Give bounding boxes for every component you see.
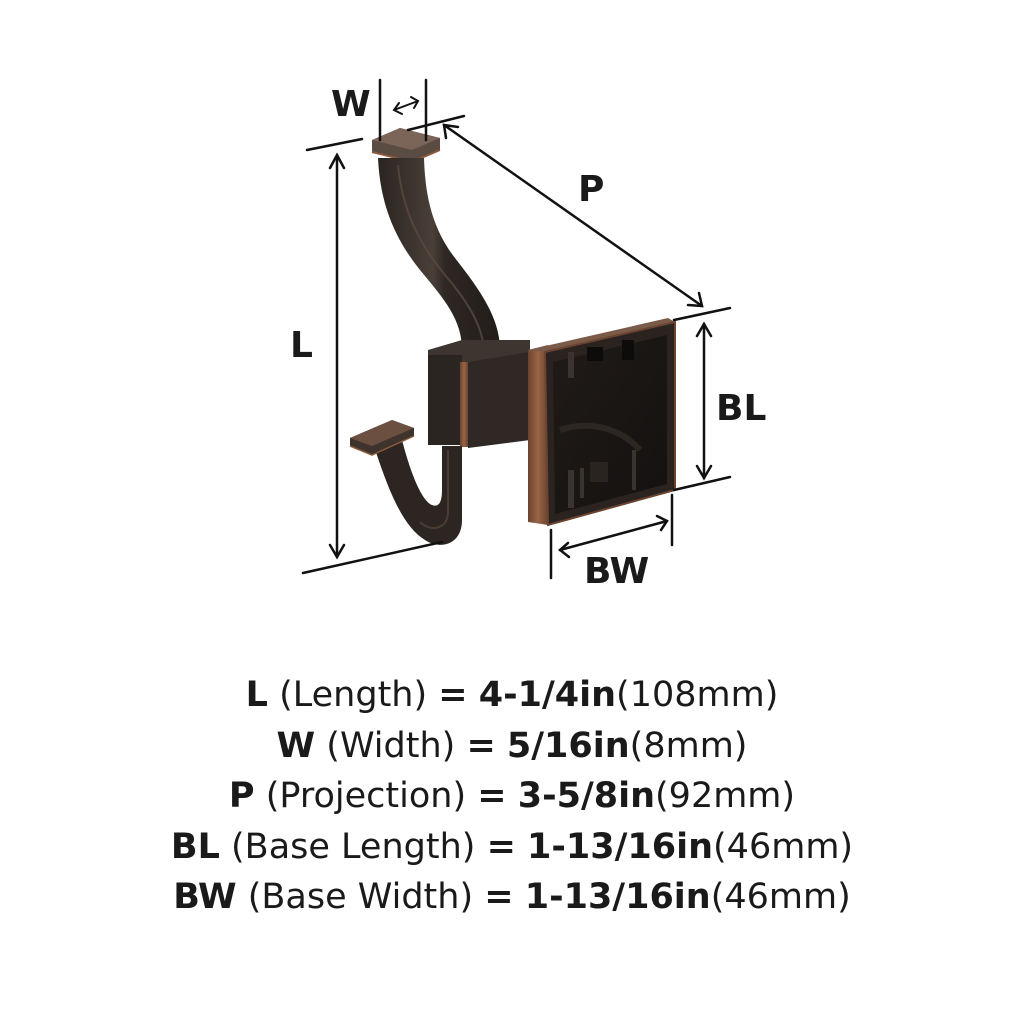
spec-imperial-value: 5/16in [506,725,630,766]
spec-code: W [276,725,316,766]
spec-row-projection: P (Projection) = 3-5/8in(92mm) [0,771,1024,822]
bl-top-reference-line [672,306,732,322]
spec-metric-value: (46mm) [713,826,854,867]
hook-illustration [301,78,732,580]
spec-metric-value: (108mm) [616,675,779,715]
spec-equals: = [484,877,514,917]
spec-code: BL [170,826,220,867]
spec-row-base-length: BL (Base Length) = 1-13/16in(46mm) [0,822,1024,873]
spec-equals: = [477,776,507,816]
spec-code: P [228,776,255,816]
spec-equals: = [438,675,468,715]
dimension-label-l: L [290,325,313,366]
spec-name: (Width) [326,725,456,766]
bw-dimension-arrow [558,514,669,559]
dimension-label-bl: BL [716,388,767,429]
spec-imperial-value: 4-1/4in [478,675,617,715]
spec-metric-value: (46mm) [710,877,851,917]
dimension-spec-list: L (Length) = 4-1/4in(108mm) W (Width) = … [0,670,1024,923]
bl-bottom-reference-line [672,475,732,492]
l-dimension-arrow [328,152,346,560]
spec-imperial-value: 3-5/8in [517,776,656,816]
product-dimension-diagram: W P L BL BW [290,78,767,592]
hook-body [349,128,530,545]
spec-name: (Projection) [265,776,467,816]
l-bottom-reference-line [301,540,444,575]
dimension-lines [301,78,732,580]
spec-metric-value: (8mm) [629,725,748,766]
hook-base-plate [528,318,676,527]
dimension-label-p: P [578,169,605,210]
bl-dimension-arrow [695,321,713,481]
spec-row-length: L (Length) = 4-1/4in(108mm) [0,670,1024,721]
spec-name: (Base Length) [231,826,476,867]
l-top-reference-line [305,137,364,152]
spec-imperial-value: 1-13/16in [524,877,711,917]
dimension-label-bw: BW [584,551,650,592]
p-top-reference-line [406,114,466,132]
spec-imperial-value: 1-13/16in [527,826,714,867]
dimension-label-w: W [331,84,371,125]
spec-row-base-width: BW (Base Width) = 1-13/16in(46mm) [0,872,1024,923]
spec-name: (Base Width) [247,877,474,917]
w-dimension-arrow [392,96,420,115]
spec-code: BW [173,877,237,917]
spec-equals: = [466,725,496,766]
spec-name: (Length) [279,675,428,715]
p-dimension-arrow [442,123,704,308]
spec-equals: = [486,826,516,867]
spec-metric-value: (92mm) [655,776,796,816]
spec-code: L [245,675,268,715]
spec-row-width: W (Width) = 5/16in(8mm) [0,721,1024,772]
